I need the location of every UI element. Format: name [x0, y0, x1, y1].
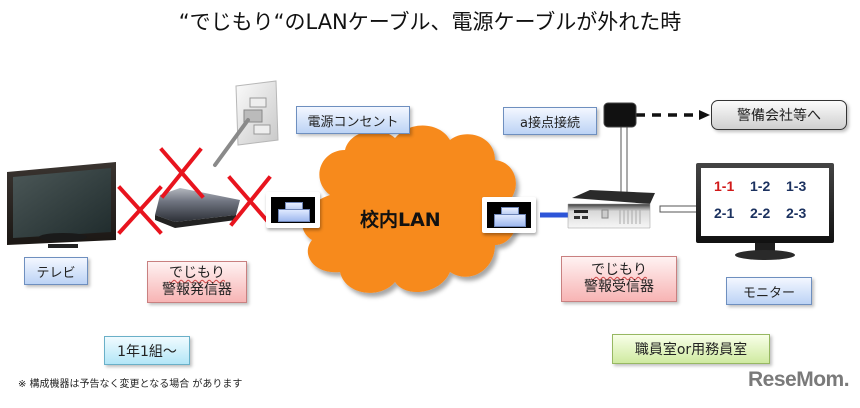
class-start-label: 1年1組〜	[104, 336, 190, 365]
monitor-device	[696, 163, 834, 260]
tv-device	[7, 162, 116, 248]
monitor-class-cell: 1-1	[714, 178, 735, 194]
x-mark-power	[159, 147, 205, 199]
monitor-class-cell: 2-2	[750, 205, 771, 221]
diagram-title: “でじもり“のLANケーブル、電源ケーブルが外れた時	[178, 10, 682, 34]
lan-port-right	[482, 197, 536, 233]
receiver-label-line1: でじもり	[591, 262, 647, 278]
receiver-label-line2: 警報受信器	[584, 279, 654, 295]
transmitter-device	[155, 188, 240, 228]
staff-room-label: 職員室or用務員室	[612, 334, 770, 364]
power-outlet-device	[213, 80, 279, 167]
monitor-class-cell: 1-2	[750, 178, 771, 194]
transmitter-label: でじもり 警報発信器	[147, 261, 247, 303]
x-mark-tv-transmitter	[117, 185, 163, 235]
lan-port-left	[266, 192, 320, 228]
receiver-device	[567, 190, 655, 229]
monitor-class-cell: 1-3	[786, 178, 807, 194]
footnote: ※ 構成機器は予告なく変更となる場合 があります	[18, 379, 243, 390]
transmitter-label-line2: 警報発信器	[162, 282, 232, 298]
monitor-class-cell: 2-1	[714, 205, 735, 221]
disconnect-marks	[117, 147, 273, 235]
dashed-arrow	[636, 110, 710, 120]
a-contact-box	[603, 102, 637, 128]
monitor-class-cell: 2-3	[786, 205, 807, 221]
security-company-label: 警備会社等へ	[711, 100, 847, 130]
school-lan-label: 校内LAN	[360, 209, 441, 231]
a-contact-label: a接点接続	[503, 107, 597, 135]
x-mark-lan	[227, 175, 273, 227]
transmitter-label-line1: でじもり	[169, 265, 225, 281]
school-lan-cloud	[302, 125, 518, 293]
resemom-logo: ReseMom.	[748, 368, 850, 391]
power-outlet-label: 電源コンセント	[296, 106, 410, 134]
receiver-label: でじもり 警報受信器	[561, 256, 677, 302]
tv-label: テレビ	[24, 257, 88, 285]
monitor-label: モニター	[726, 277, 812, 305]
